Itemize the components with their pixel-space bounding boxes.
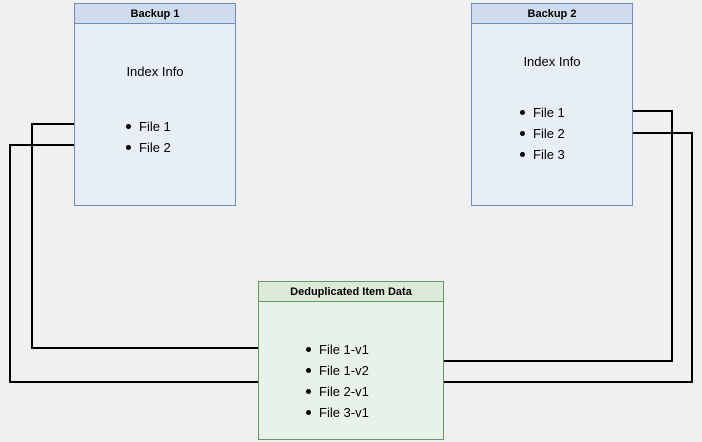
backup2-title: Backup 2 xyxy=(472,4,632,24)
backup1-title: Backup 1 xyxy=(75,4,235,24)
list-item: File 2 xyxy=(123,137,171,158)
backup1-file-list: File 1 File 2 xyxy=(123,116,171,158)
list-item: File 1-v1 xyxy=(303,339,369,360)
list-item: File 3 xyxy=(517,144,565,165)
list-item: File 1 xyxy=(123,116,171,137)
list-item: File 2 xyxy=(517,123,565,144)
list-item: File 1-v2 xyxy=(303,360,369,381)
backup1-box: Backup 1 Index Info File 1 File 2 xyxy=(74,3,236,206)
list-item: File 1 xyxy=(517,102,565,123)
backup2-heading: Index Info xyxy=(523,54,581,69)
backup2-file-list: File 1 File 2 File 3 xyxy=(517,102,565,165)
dedup-title: Deduplicated Item Data xyxy=(259,282,443,302)
dedup-item-list: File 1-v1 File 1-v2 File 2-v1 File 3-v1 xyxy=(303,339,369,423)
backup2-box: Backup 2 Index Info File 1 File 2 File 3 xyxy=(471,3,633,206)
backup1-heading: Index Info xyxy=(126,64,184,79)
list-item: File 2-v1 xyxy=(303,381,369,402)
list-item: File 3-v1 xyxy=(303,402,369,423)
deduplicated-item-data-box: Deduplicated Item Data File 1-v1 File 1-… xyxy=(258,281,444,440)
